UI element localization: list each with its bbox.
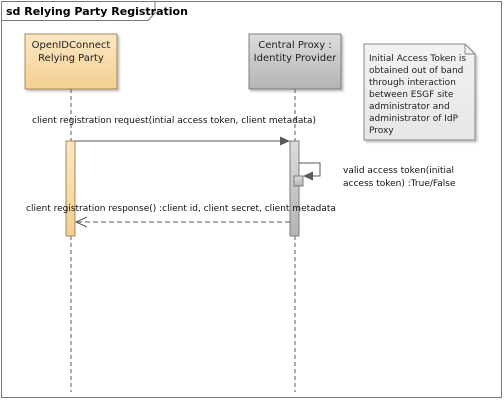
note-body [363, 43, 476, 141]
lifeline-central-proxy[interactable]: Central Proxy : Identity Provider [248, 33, 342, 392]
relying-party-activation [65, 140, 76, 237]
note-line: Initial Access Token is [369, 54, 466, 64]
message-valid-access-token[interactable]: valid access token(initial access token)… [299, 162, 456, 189]
note-line: administrator of IdP [369, 114, 459, 124]
central-proxy-activation [289, 140, 300, 237]
central-proxy-head[interactable] [248, 33, 342, 90]
message-valid-access-token-label-line2: access token) :True/False [343, 179, 456, 189]
note-line: obtained out of band [369, 66, 463, 76]
note-fold [464, 44, 475, 55]
message-valid-access-token-arrowhead [303, 171, 313, 181]
message-registration-response-arrowhead [74, 216, 88, 228]
note[interactable]: Initial Access Token is obtained out of … [363, 43, 476, 141]
note-line: administrator and [369, 102, 450, 112]
message-registration-request[interactable]: client registration request(intial acces… [32, 116, 316, 146]
message-valid-access-token-label-line1: valid access token(initial [343, 166, 454, 176]
central-proxy-name-line2: Identity Provider [254, 53, 338, 64]
message-registration-request-arrowhead [280, 136, 290, 146]
frame-title: sd Relying Party Registration [6, 5, 188, 18]
central-proxy-name-line1: Central Proxy : [258, 40, 332, 51]
note-line: through interaction [369, 78, 456, 88]
central-proxy-self-activation [293, 175, 304, 187]
note-line: Proxy [369, 126, 394, 136]
frame-title-tab [1, 1, 156, 21]
relying-party-name-line2: Relying Party [38, 53, 104, 64]
message-registration-response-label: client registration response() :client i… [26, 204, 336, 214]
message-registration-response[interactable]: client registration response() :client i… [26, 204, 336, 228]
relying-party-name-line1: OpenIDConnect [32, 40, 111, 51]
note-line: between ESGF site [369, 90, 454, 100]
lifeline-relying-party[interactable]: OpenIDConnect Relying Party [24, 33, 118, 392]
message-registration-request-label: client registration request(intial acces… [32, 116, 316, 126]
